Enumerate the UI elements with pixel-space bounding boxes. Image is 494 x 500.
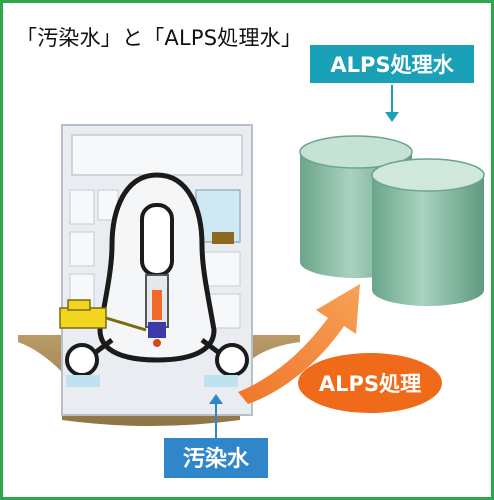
- transfer-arrow: [238, 284, 360, 404]
- diagram-title: 「汚染水」と「ALPS処理水」: [16, 26, 303, 50]
- storage-tanks: [299, 135, 485, 306]
- contaminated-water-text: 汚染水: [183, 446, 250, 472]
- treated-water-label: ALPS処理水: [310, 45, 474, 122]
- fuel-handling-equipment: [59, 299, 147, 332]
- contaminated-water-label: 汚染水: [164, 394, 268, 478]
- alps-process-text: ALPS処理: [319, 372, 421, 396]
- storage-tank-front: [371, 158, 485, 306]
- treated-water-label-text: ALPS処理水: [330, 53, 454, 77]
- containment-vessel: [97, 172, 217, 363]
- alps-process-badge: ALPS処理: [298, 353, 442, 413]
- contaminated-water-pools: [66, 375, 238, 387]
